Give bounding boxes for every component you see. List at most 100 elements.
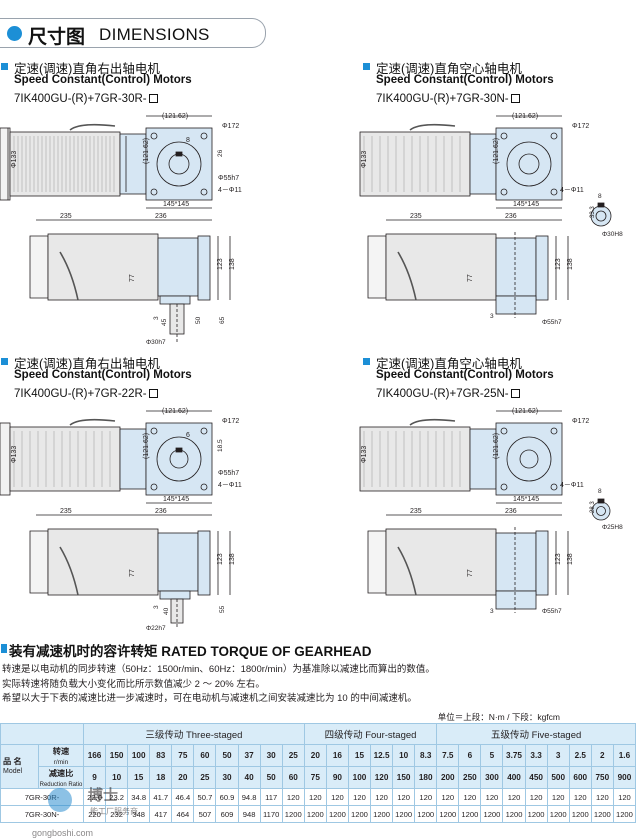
dim-pcd: (121.62) [512,408,538,415]
torque-cell: 1170 [259,805,283,823]
watermark-logo: 博士 能工厂服务商 gongboshi.com [32,786,138,838]
dim-pcd-v: (121.62) [143,138,150,164]
torque-cell: 120 [568,788,592,806]
dim-dia-left: Φ133 [11,446,18,463]
torque-cell: 120 [590,788,614,806]
dim-side-b: 123 [555,553,562,565]
dim-key-depth: 26 [217,149,224,157]
torque-table: 三级传动 Three-staged 四级传动 Four-staged 五级传动 … [0,723,636,823]
dim-dia-top: Φ172 [222,123,239,130]
panel1-title-cn: 定速(调速)直角右出轴电机 [14,62,160,76]
dim-side-a: 77 [467,274,474,282]
dim-shaft-a: 3 [153,605,160,609]
dim-pcd: (121.62) [162,408,188,415]
speed-cell: 75 [171,744,195,767]
torque-cell: 1200 [347,805,372,823]
torque-cell: 120 [546,788,570,806]
dim-side-b: 123 [217,258,224,270]
torque-cell: 120 [414,788,438,806]
dim-shaft-d: 65 [219,316,226,324]
dim-side-b: 123 [217,553,224,565]
panel1-title-en: Speed Constant(Control) Motors [14,74,192,86]
torque-cell: 1200 [524,805,548,823]
checkbox-square-icon [510,389,520,398]
dim-len-motor: 235 [410,508,422,515]
torque-cell: 948 [237,805,261,823]
speed-cell: 6 [458,744,482,767]
dim-pcd-v: (121.62) [493,138,500,164]
dim-pilot: Φ55h7 [218,175,239,182]
dim-hub-shaft: 3 [490,313,494,320]
watermark-service: 能工厂服务商 [90,806,138,816]
panel2-model: 7IK400GU-(R)+7GR-30N- [376,93,520,105]
ratio-cell: 25 [193,766,217,789]
panel4-top-view: (121.62) Φ172 4－Φ11 145*145 235 236 Φ133… [359,408,623,531]
stage-three: 三级传动 Three-staged [83,723,305,745]
torque-cell: 1200 [281,805,305,823]
dim-shaft-a: 3 [153,316,160,320]
dim-holes: 4－Φ11 [218,187,242,194]
torque-cell: 1200 [370,805,394,823]
speed-cell: 1.6 [612,744,636,767]
dim-len-gear: 236 [505,508,517,515]
panel4-side-view: 77 123 138 3 Φ55h7 [367,527,574,615]
dim-dia-top: Φ172 [222,418,239,425]
torque-cell: 120 [281,788,305,806]
watermark-url: gongboshi.com [32,828,93,838]
ratio-cell: 40 [237,766,261,789]
panel1-side-view: 77 123 138 3 45 50 65 Φ30h7 [29,233,236,346]
torque-cell: 120 [436,788,460,806]
dim-mount: 145*145 [513,201,539,208]
torque-cell: 1200 [414,805,438,823]
speed-cell: 8.3 [414,744,438,767]
panel4-model: 7IK400GU-(R)+7GR-25N- [376,388,520,400]
torque-cell: 120 [392,788,416,806]
dim-mount: 145*145 [513,496,539,503]
ratio-cell: 450 [524,766,548,789]
dim-side-a: 77 [467,569,474,577]
table-corner [0,723,84,745]
torque-cell: 120 [480,788,504,806]
torque-unit: 单位＝上段：N·m / 下段：kgfcm [437,712,560,722]
bullet-dot-icon [7,26,22,41]
bullet-square-icon [1,63,8,70]
dim-side-c: 138 [229,258,236,270]
dim-holes: 4－Φ11 [560,187,584,194]
ratio-cell: 600 [568,766,592,789]
ratio-cell: 150 [392,766,416,789]
ratio-cell: 900 [612,766,636,789]
dim-dia-left: Φ133 [11,151,18,168]
panel1-top-view: (121.62) Φ172 8 26 Φ55h7 4－Φ11 145*145 2… [0,113,242,221]
ratio-cell: 60 [281,766,305,789]
bullet-square-icon [363,63,370,70]
dim-hub-shaft: 3 [490,608,494,615]
dim-side-c: 138 [567,258,574,270]
speed-cell: 50 [215,744,239,767]
dim-hub-dia: Φ25H8 [602,524,623,531]
speed-cell: 60 [193,744,217,767]
speed-cell: 3.75 [502,744,526,767]
bullet-square-icon [363,358,370,365]
dim-pcd-v: (121.62) [493,433,500,459]
ratio-cell: 75 [303,766,327,789]
speed-cell: 100 [127,744,151,767]
dim-key: 6 [186,432,190,439]
header-title-en: DIMENSIONS [99,25,210,44]
ratio-cell: 400 [502,766,526,789]
ratio-cell: 180 [414,766,438,789]
dim-hub-dia: Φ30H8 [602,231,623,238]
dim-hub-height: 33.3 [590,206,596,218]
torque-cell: 1200 [502,805,526,823]
dim-hub-width: 8 [598,193,602,200]
torque-cell: 120 [303,788,327,806]
ratio-cell: 10 [105,766,129,789]
dim-len-gear: 236 [505,213,517,220]
speed-cell: 37 [237,744,261,767]
bullet-square-icon [1,644,7,653]
torque-note-1: 转速是以电动机的同步转速（50Hz：1500r/min、60Hz：1800r/m… [2,664,435,675]
section-header-tab: 尺寸图 DIMENSIONS [0,18,266,48]
panel4-title-cn: 定速(调速)直角空心轴电机 [376,357,522,371]
panel3-top-view: (121.62) Φ172 6 18.5 Φ55h7 4－Φ11 145*145… [0,408,242,516]
speed-cell: 20 [303,744,327,767]
